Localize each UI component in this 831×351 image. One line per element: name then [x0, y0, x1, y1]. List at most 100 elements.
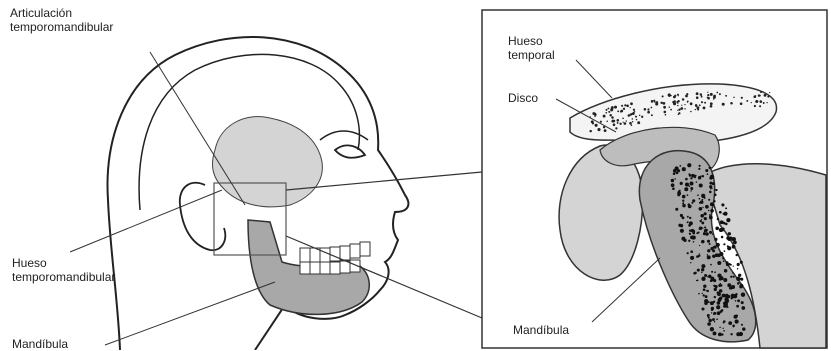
bone-texture-dot	[723, 322, 725, 324]
bone-texture-dot	[681, 105, 682, 106]
bone-texture-dot	[632, 112, 635, 115]
bone-texture-dot	[708, 199, 710, 201]
bone-texture-dot	[725, 95, 727, 97]
bone-texture-dot	[725, 294, 729, 298]
bone-texture-dot	[632, 121, 633, 122]
bone-texture-dot	[722, 294, 726, 298]
bone-texture-dot	[741, 324, 743, 326]
bone-texture-dot	[707, 255, 711, 259]
bone-texture-dot	[692, 176, 694, 178]
bone-texture-dot	[769, 92, 770, 93]
bone-texture-dot	[687, 194, 689, 196]
bone-texture-dot	[694, 175, 696, 177]
bone-texture-dot	[651, 101, 653, 103]
bone-texture-dot	[689, 181, 693, 185]
bone-texture-dot	[671, 179, 675, 183]
bone-texture-dot	[604, 129, 607, 132]
bone-texture-dot	[741, 301, 744, 304]
bone-texture-dot	[712, 318, 715, 321]
bone-texture-dot	[699, 183, 703, 187]
bone-texture-dot	[719, 297, 722, 300]
bone-texture-dot	[699, 245, 700, 246]
bone-texture-dot	[637, 121, 640, 124]
bone-texture-dot	[751, 102, 752, 103]
bone-texture-dot	[732, 272, 734, 274]
bone-texture-dot	[689, 185, 691, 187]
bone-texture-dot	[710, 264, 712, 266]
bone-texture-dot	[630, 102, 633, 105]
bone-texture-dot	[708, 275, 712, 279]
bone-texture-dot	[700, 93, 702, 95]
bone-texture-dot	[672, 187, 675, 190]
bone-texture-dot	[711, 271, 713, 273]
bone-texture-dot	[723, 330, 725, 332]
tooth	[330, 262, 340, 274]
bone-texture-dot	[678, 112, 680, 114]
label-mandibula-left: Mandíbula	[12, 337, 68, 351]
bone-texture-dot	[716, 305, 720, 309]
ear	[180, 183, 225, 250]
bone-texture-dot	[687, 221, 689, 223]
bone-texture-dot	[704, 197, 706, 199]
bone-texture-dot	[647, 108, 649, 110]
bone-texture-dot	[685, 182, 689, 186]
bone-texture-dot	[714, 321, 716, 323]
bone-texture-dot	[703, 294, 705, 296]
leader-hueso-tm	[70, 190, 222, 252]
bone-texture-dot	[641, 116, 643, 118]
bone-texture-dot	[634, 111, 635, 112]
bone-texture-dot	[691, 229, 694, 232]
leader-mandibula-left	[105, 282, 275, 345]
bone-texture-dot	[613, 120, 615, 122]
bone-texture-dot	[692, 236, 696, 240]
label-hueso-temporal: Hueso temporal	[508, 34, 555, 62]
bone-texture-dot	[662, 95, 664, 97]
bone-texture-dot	[701, 272, 703, 274]
bone-texture-dot	[757, 100, 759, 102]
bone-texture-dot	[678, 95, 679, 96]
bone-texture-dot	[715, 226, 719, 230]
bone-texture-dot	[736, 254, 738, 256]
bone-texture-dot	[739, 332, 743, 336]
bone-texture-dot	[701, 307, 704, 310]
bone-texture-dot	[723, 212, 727, 216]
bone-texture-dot	[709, 191, 712, 194]
bone-texture-dot	[611, 116, 614, 119]
label-line: Disco	[508, 91, 538, 105]
bone-texture-dot	[728, 321, 732, 325]
bone-texture-dot	[698, 293, 700, 295]
bone-texture-dot	[665, 114, 667, 116]
tooth	[300, 248, 310, 262]
bone-texture-dot	[701, 277, 705, 281]
bone-texture-dot	[723, 222, 726, 225]
bone-texture-dot	[715, 189, 717, 191]
bone-texture-dot	[677, 100, 679, 102]
bone-texture-dot	[617, 110, 619, 112]
bone-texture-dot	[704, 212, 707, 215]
bone-texture-dot	[682, 216, 685, 219]
bone-texture-dot	[699, 228, 701, 230]
bone-texture-dot	[619, 123, 621, 125]
bone-texture-dot	[710, 209, 714, 213]
bone-texture-dot	[707, 322, 711, 326]
bone-texture-dot	[719, 93, 721, 95]
bone-texture-dot	[693, 241, 695, 243]
bone-texture-dot	[626, 105, 629, 108]
bone-texture-dot	[606, 109, 608, 111]
bone-texture-dot	[605, 112, 607, 114]
bone-texture-dot	[725, 207, 727, 209]
bone-texture-dot	[710, 301, 714, 305]
bone-texture-dot	[712, 233, 714, 235]
bone-texture-dot	[710, 327, 714, 331]
bone-texture-dot	[663, 106, 666, 109]
bone-texture-dot	[735, 320, 739, 324]
bone-texture-dot	[733, 276, 735, 278]
bone-texture-dot	[677, 103, 678, 104]
bone-texture-dot	[592, 123, 593, 124]
bone-texture-dot	[688, 224, 691, 227]
bone-texture-dot	[703, 288, 706, 291]
bone-texture-dot	[730, 276, 732, 278]
bone-texture-dot	[701, 184, 702, 185]
bone-texture-dot	[714, 189, 716, 191]
